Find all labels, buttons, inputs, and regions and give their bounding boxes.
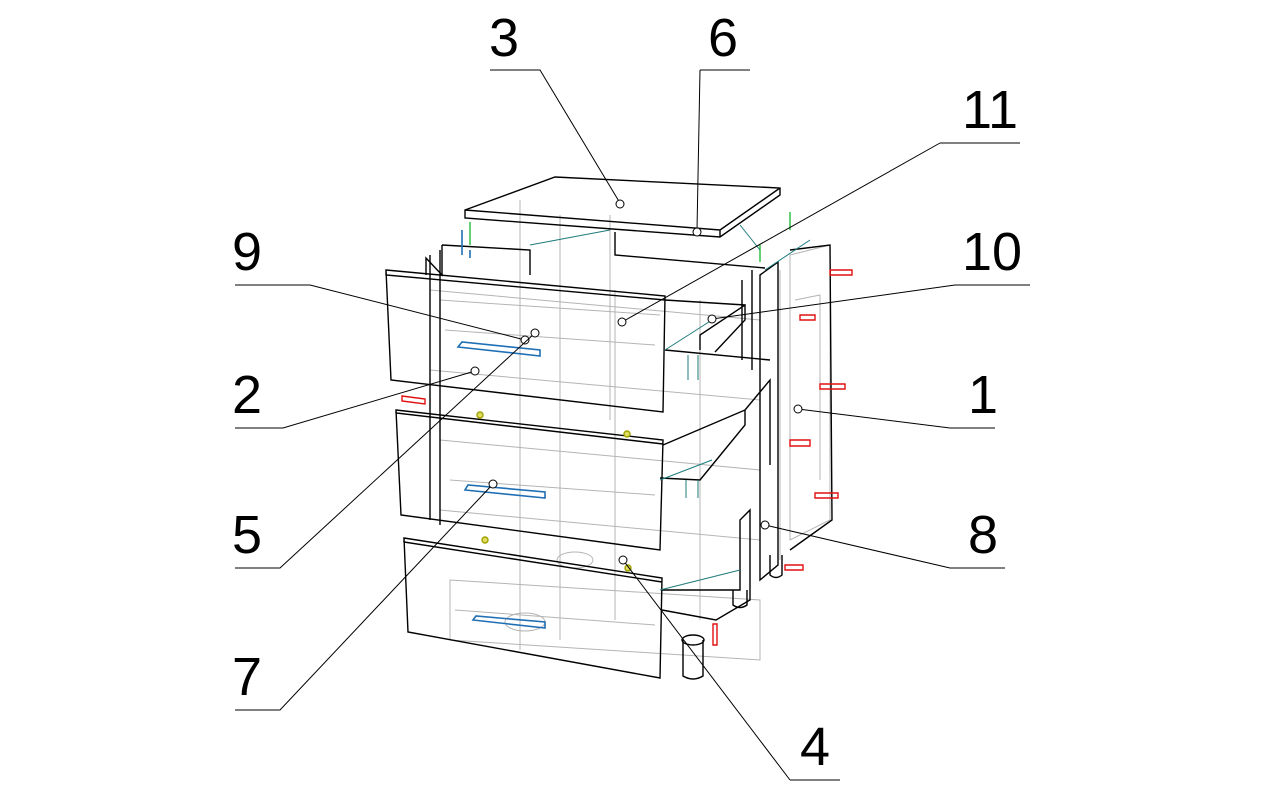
callout-3: 3 <box>489 8 625 209</box>
drawer-front-1 <box>385 269 666 413</box>
callout-label: 2 <box>232 365 262 425</box>
callout-1: 1 <box>793 365 998 429</box>
callout-label: 1 <box>968 365 998 425</box>
callout-8: 8 <box>760 505 1005 569</box>
callout-11: 11 <box>617 80 1020 327</box>
callout-7: 7 <box>232 479 498 711</box>
callout-label: 7 <box>232 647 262 707</box>
drawer-front-2 <box>395 409 664 551</box>
callout-label: 9 <box>232 222 262 282</box>
screw <box>401 269 853 646</box>
side-panel <box>759 244 833 582</box>
callout-4: 4 <box>618 555 840 781</box>
callout-label: 10 <box>962 222 1022 282</box>
hardware <box>401 212 853 646</box>
callout-label: 11 <box>962 80 1018 140</box>
leg <box>682 640 704 680</box>
handle-1 <box>456 341 541 357</box>
handle-3 <box>471 615 546 629</box>
callout-label: 8 <box>968 505 998 565</box>
drawer-front-3 <box>403 537 663 679</box>
cabinet-outline <box>385 176 833 680</box>
callout-label: 3 <box>489 8 519 68</box>
callout-6: 6 <box>692 8 750 237</box>
callout-9: 9 <box>232 222 530 345</box>
handle-2 <box>463 484 546 499</box>
callout-label: 4 <box>800 717 830 777</box>
callout-2: 2 <box>232 365 480 429</box>
callout-label: 6 <box>708 8 738 68</box>
top-panel <box>464 176 781 238</box>
callout-label: 5 <box>232 505 262 565</box>
callout-10: 10 <box>707 222 1030 324</box>
callout-5: 5 <box>232 328 540 569</box>
hidden-lines <box>429 200 831 661</box>
